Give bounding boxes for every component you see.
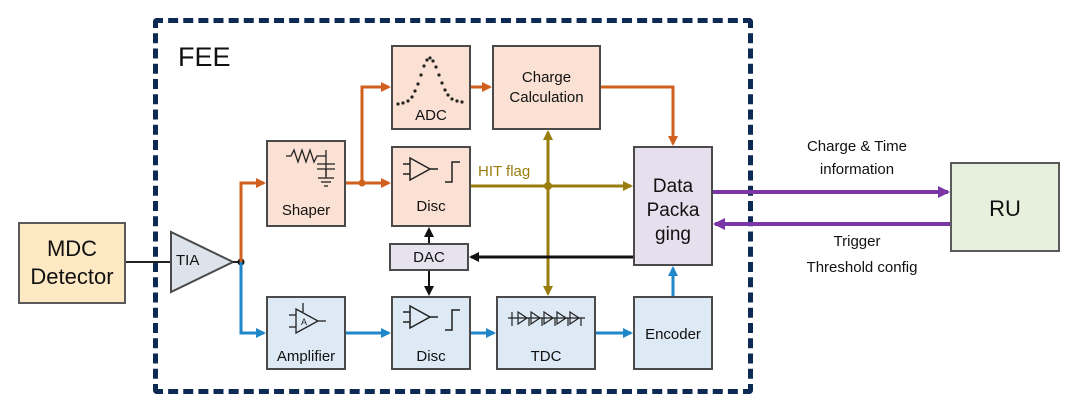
disc-bottom-label: Disc [416, 348, 446, 365]
ru-block: RU [950, 162, 1060, 252]
dac-label: DAC [413, 249, 445, 266]
shaper-label: Shaper [281, 202, 331, 219]
amplifier-symbol-letter: A [301, 317, 307, 327]
data-packaging-block: Data Packa ging [633, 146, 713, 266]
fee-title: FEE [178, 42, 231, 72]
amplifier-label: Amplifier [276, 348, 336, 365]
trigger-label: Trigger [833, 233, 881, 250]
amplifier-block: Amplifier [266, 296, 346, 370]
threshold-config-label: Threshold config [806, 259, 918, 276]
disc-top-symbol [403, 156, 460, 183]
fee-boundary [153, 18, 753, 394]
hit-flag-label: HIT flag [478, 163, 531, 180]
tia-triangle [170, 230, 236, 294]
adc-block: ADC [391, 45, 471, 130]
mdc-detector-line1: MDC [46, 236, 98, 261]
disc-top-label: Disc [416, 198, 446, 215]
data-packaging-line2: Packa [646, 200, 700, 221]
dac-block: DAC [389, 243, 469, 271]
tia-to-amplifier-wire [239, 262, 266, 338]
data-packaging-line1: Data [652, 176, 694, 197]
shaper-block: Shaper [266, 140, 346, 227]
mdc-detector-line2: Detector [30, 264, 114, 289]
charge-calculation-line2: Calculation [509, 89, 584, 106]
tdc-block: TDC [496, 296, 596, 370]
adc-label: ADC [415, 107, 447, 124]
tia-label: TIA [176, 252, 200, 269]
mdc-detector-block: MDC Detector [18, 222, 126, 304]
data-packaging-line3: ging [655, 224, 691, 245]
hit-flag-node [544, 182, 552, 190]
shaper-to-adc-wire [360, 82, 391, 183]
tdc-label: TDC [530, 348, 562, 365]
charge-time-label-line2: information [819, 161, 895, 178]
ru-label: RU [989, 196, 1021, 221]
charge-calculation-line1: Charge [521, 69, 572, 86]
amplifier-symbol [289, 303, 326, 335]
adc-pulse-symbol [396, 56, 464, 106]
charge-to-packaging-wire [601, 85, 678, 146]
charge-time-label-line1: Charge & Time [806, 138, 908, 155]
disc-bottom-block: Disc [391, 296, 471, 370]
tdc-delay-chain-symbol [508, 310, 585, 326]
charge-calculation-block: Charge Calculation [492, 45, 601, 130]
disc-bottom-symbol [403, 304, 460, 331]
encoder-block: Encoder [633, 296, 713, 370]
tia-to-shaper-wire [239, 178, 266, 262]
encoder-label: Encoder [645, 326, 701, 343]
disc-top-block: Disc [391, 146, 471, 227]
shaper-symbol [286, 147, 335, 187]
